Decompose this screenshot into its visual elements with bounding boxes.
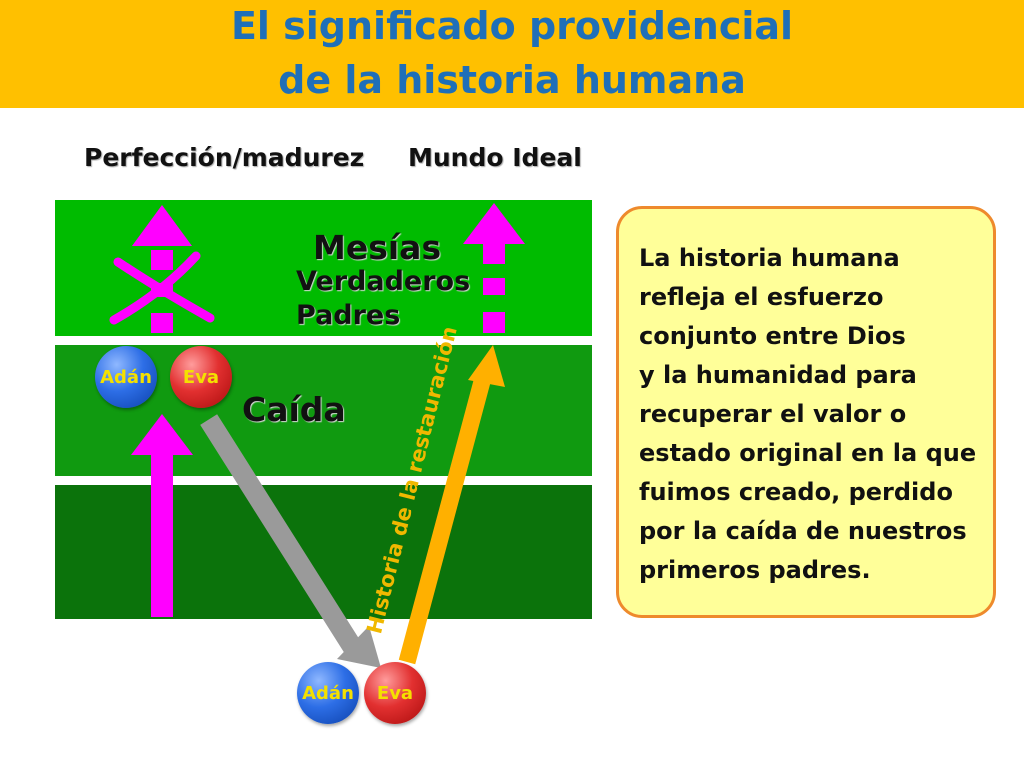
cross-mark-icon [109,251,201,325]
restoration-arrow-head [468,345,505,387]
label-padres: Padres [296,300,401,331]
eva-label: Eva [182,366,220,388]
growth-arrow-head [131,414,193,455]
slide-title-line-1: El significado providencial [230,4,794,48]
ideal-arrow-dash [483,244,505,264]
label-perfection: Perfección/madurez [84,143,365,172]
ideal-arrow-dash [483,278,505,295]
label-ideal-world: Mundo Ideal [408,143,582,172]
label-mesias: Mesías [313,228,442,267]
ideal-arrow-dash [483,312,505,333]
adan-ball-bottom: Adán [297,662,359,724]
perfection-arrow-head [132,205,192,246]
adan-label: Adán [100,366,152,388]
callout-text: La historia humana refleja el esfuerzo c… [639,244,977,584]
fall-arrow-head [337,626,381,668]
eva-ball-bottom: Eva [364,662,426,724]
growth-arrow-shaft [151,452,173,617]
adan-ball-top: Adán [95,346,157,408]
perfection-arrow-dash [151,313,173,333]
perfection-arrow-dash [151,250,173,270]
label-caida: Caída [242,390,346,429]
adan-label: Adán [302,682,354,704]
eva-label: Eva [376,682,414,704]
eva-ball-top: Eva [170,346,232,408]
ideal-arrow-head [463,203,525,244]
title-banner [0,0,1024,108]
explanation-callout: La historia humana refleja el esfuerzo c… [616,206,996,618]
fall-arrow-shaft [200,414,362,654]
slide-title-line-2: de la historia humana [278,58,746,102]
label-verdaderos: Verdaderos [296,266,471,297]
restoration-arrow-shaft [398,371,493,665]
